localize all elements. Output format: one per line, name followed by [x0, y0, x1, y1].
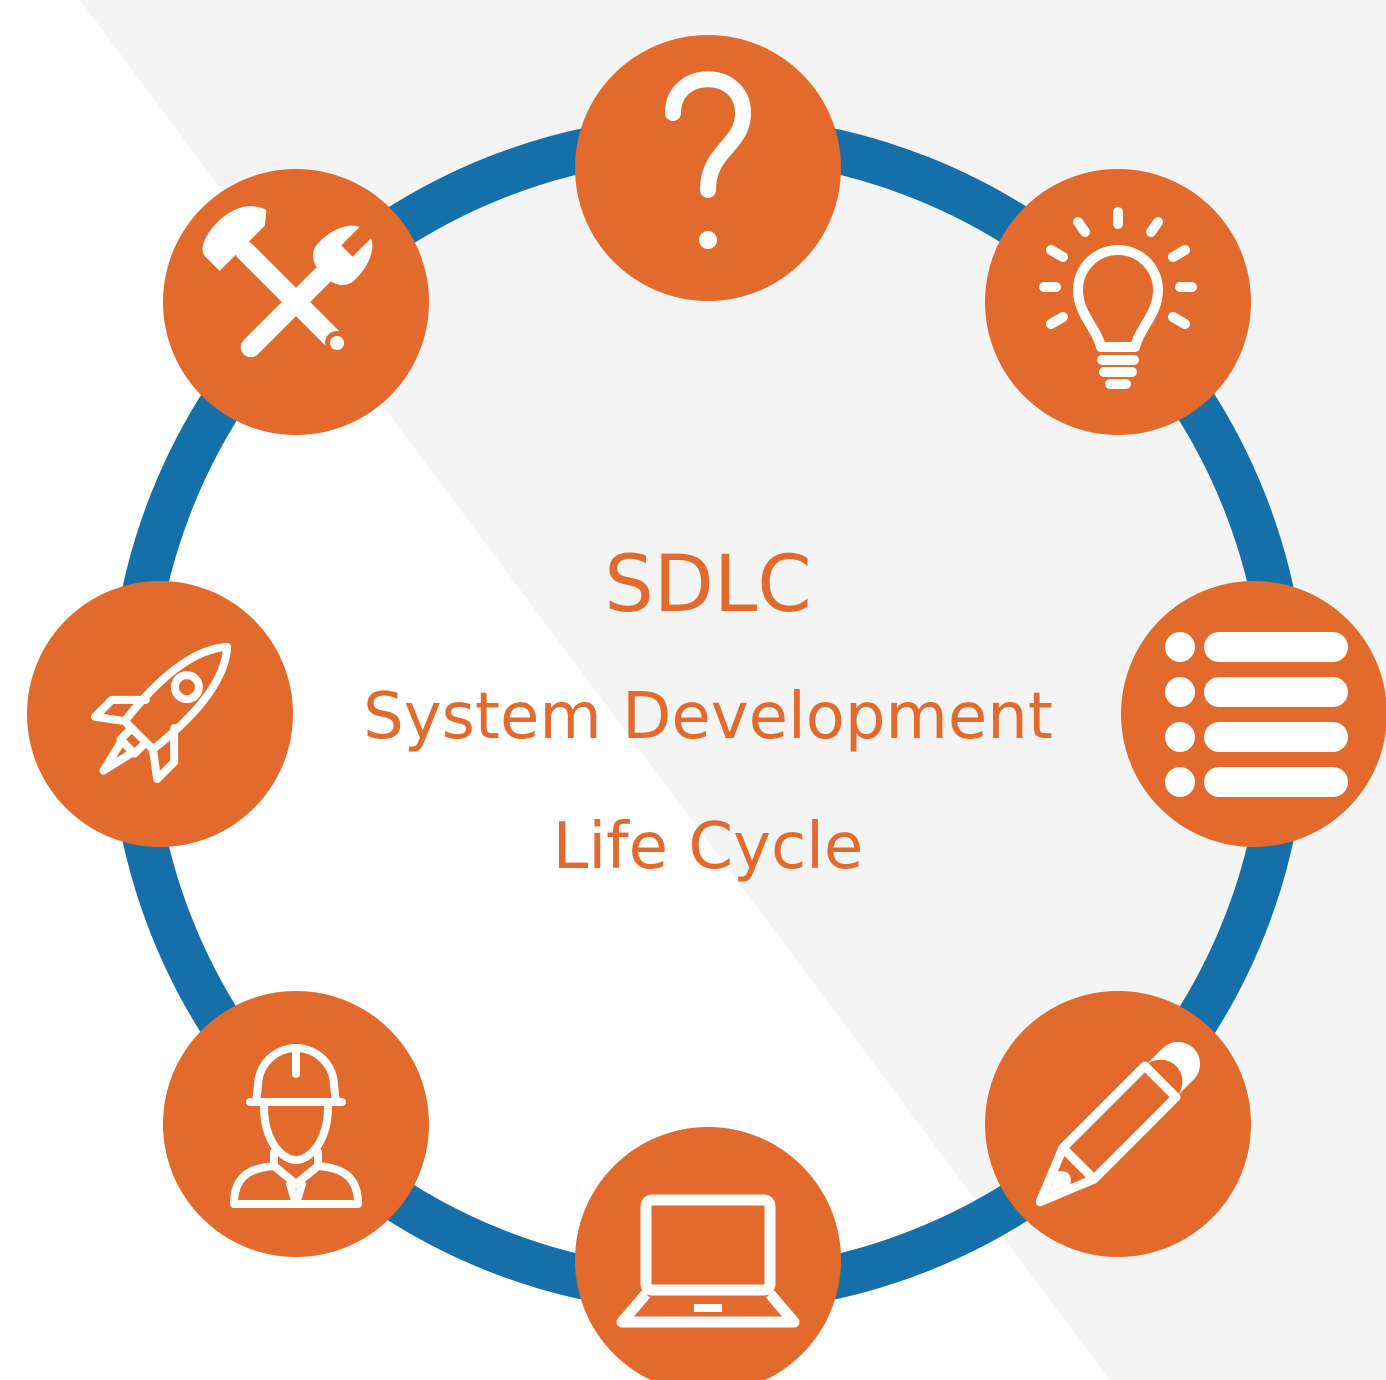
stage-node-engineer: [163, 991, 429, 1257]
diagram-subtitle-line2: Life Cycle: [552, 810, 864, 884]
stage-node-question: [575, 35, 841, 301]
stage-node-pencil: [985, 991, 1251, 1257]
wrench-hammer-icon: [202, 206, 373, 358]
diagram-title: SDLC: [604, 540, 812, 630]
diagram-subtitle-line1: System Development: [363, 680, 1053, 754]
light-bulb-icon: [1039, 207, 1197, 389]
stage-node-list: [1121, 581, 1386, 847]
stage-node-laptop: [575, 1127, 841, 1380]
engineer-icon: [230, 1044, 362, 1208]
stage-node-rocket: [27, 581, 293, 847]
laptop-icon: [616, 1194, 800, 1328]
question-mark-icon: [665, 71, 751, 249]
stage-node-wrench-hammer: [163, 169, 429, 435]
stage-node-light-bulb: [985, 169, 1251, 435]
rocket-icon: [90, 642, 232, 784]
list-icon: [1165, 632, 1348, 797]
pencil-icon: [1035, 1041, 1201, 1207]
